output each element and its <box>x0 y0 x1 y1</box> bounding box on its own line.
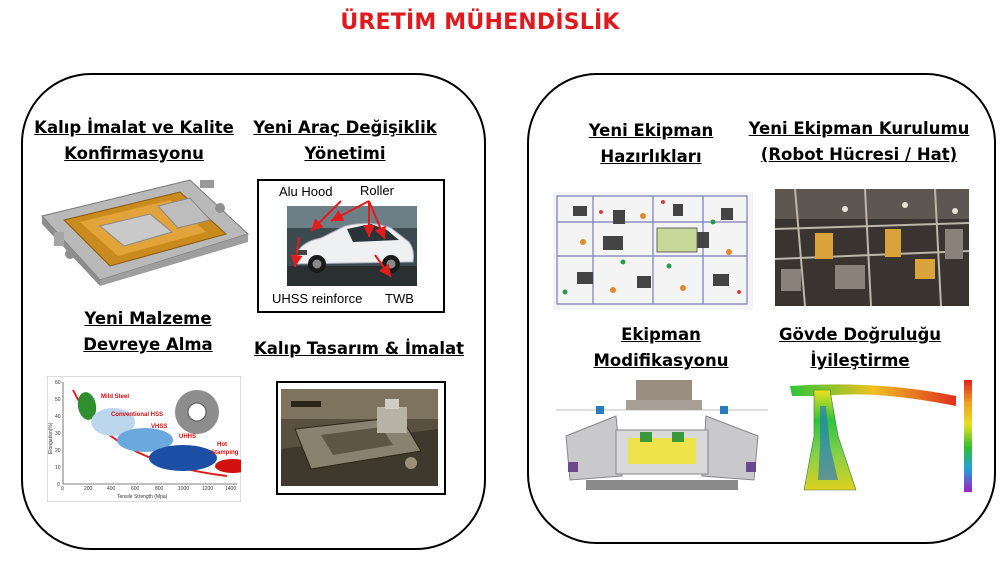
ekipman-modifikasyon-line1: Ekipman <box>621 325 701 344</box>
kalip-tasarim-line1: Kalıp Tasarım & İmalat <box>253 339 464 358</box>
group-stamping: Stamping <box>211 450 239 456</box>
kalip-imalat-line1: Kalıp İmalat ve Kalite <box>34 118 234 137</box>
steel-chart-image: 60 50 40 30 20 10 0 0 200 400 600 800 10… <box>47 376 241 502</box>
arac-degisiklik-title: Yeni Araç Değişiklik Yönetimi <box>245 115 445 167</box>
die-design-photo <box>281 389 438 486</box>
ytick-40: 40 <box>55 414 61 420</box>
robot-cell-photo <box>775 189 969 306</box>
govde-dogruluk-title: Gövde Doğruluğu İyileştirme <box>763 322 957 374</box>
die-model-image <box>41 179 249 286</box>
group-hot: Hot <box>217 442 227 448</box>
malzeme-line1: Yeni Malzeme <box>84 309 212 328</box>
uhss-label: UHSS reinforce <box>272 291 363 306</box>
kalip-imalat-line2: Konfirmasyonu <box>64 144 204 163</box>
alu-hood-label: Alu Hood <box>279 184 333 199</box>
kalip-imalat-title: Kalıp İmalat ve Kalite Konfirmasyonu <box>34 115 234 167</box>
govde-dogruluk-line2: İyileştirme <box>810 351 910 370</box>
xtick-600: 600 <box>131 486 140 492</box>
malzeme-line2: Devreye Alma <box>83 335 213 354</box>
chart-ylabel: Elongation(%) <box>48 422 54 454</box>
ytick-10: 10 <box>55 465 61 471</box>
ekipman-kurulum-title: Yeni Ekipman Kurulumu (Robot Hücresi / H… <box>748 116 970 168</box>
arac-degisiklik-line2: Yönetimi <box>304 144 386 163</box>
ytick-30: 30 <box>55 431 61 437</box>
page-title: ÜRETİM MÜHENDİSLİK <box>340 10 620 35</box>
arac-degisiklik-line1: Yeni Araç Değişiklik <box>253 118 437 137</box>
group-conventional-hss: Conventional HSS <box>111 412 163 418</box>
ekipman-hazirlik-title: Yeni Ekipman Hazırlıkları <box>551 118 751 170</box>
body-accuracy-map <box>786 376 976 496</box>
ytick-50: 50 <box>55 397 61 403</box>
xtick-400: 400 <box>107 486 116 492</box>
ytick-20: 20 <box>55 448 61 454</box>
group-uhhs: UHHS <box>179 434 196 440</box>
roller-label: Roller <box>360 183 394 198</box>
ekipman-kurulum-line2: (Robot Hücresi / Hat) <box>760 145 958 164</box>
twb-label: TWB <box>385 291 414 306</box>
car-arrows <box>290 200 392 278</box>
xtick-0: 0 <box>61 486 64 492</box>
ytick-0: 0 <box>57 482 60 488</box>
ekipman-hazirlik-line1: Yeni Ekipman <box>588 121 714 140</box>
ytick-60: 60 <box>55 380 61 386</box>
govde-dogruluk-line1: Gövde Doğruluğu <box>778 325 942 344</box>
xtick-200: 200 <box>84 486 93 492</box>
ekipman-kurulum-line1: Yeni Ekipman Kurulumu <box>748 119 970 138</box>
malzeme-title: Yeni Malzeme Devreye Alma <box>48 306 248 358</box>
equipment-layout-drawing <box>553 192 753 310</box>
chart-xlabel: Tensile Strength (Mpa) <box>117 494 168 500</box>
group-vhss: VHSS <box>151 424 167 430</box>
group-mild-steel: Mild Steel <box>101 394 129 400</box>
ekipman-hazirlik-line2: Hazırlıkları <box>600 147 702 166</box>
ekipman-modifikasyon-line2: Modifikasyonu <box>593 351 729 370</box>
xtick-1400: 1400 <box>225 486 236 492</box>
ekipman-modifikasyon-title: Ekipman Modifikasyonu <box>561 322 761 374</box>
kalip-tasarim-title: Kalıp Tasarım & İmalat <box>252 336 466 362</box>
xtick-1000: 1000 <box>178 486 189 492</box>
xtick-800: 800 <box>155 486 164 492</box>
fixture-cad-drawing <box>556 376 768 496</box>
xtick-1200: 1200 <box>202 486 213 492</box>
